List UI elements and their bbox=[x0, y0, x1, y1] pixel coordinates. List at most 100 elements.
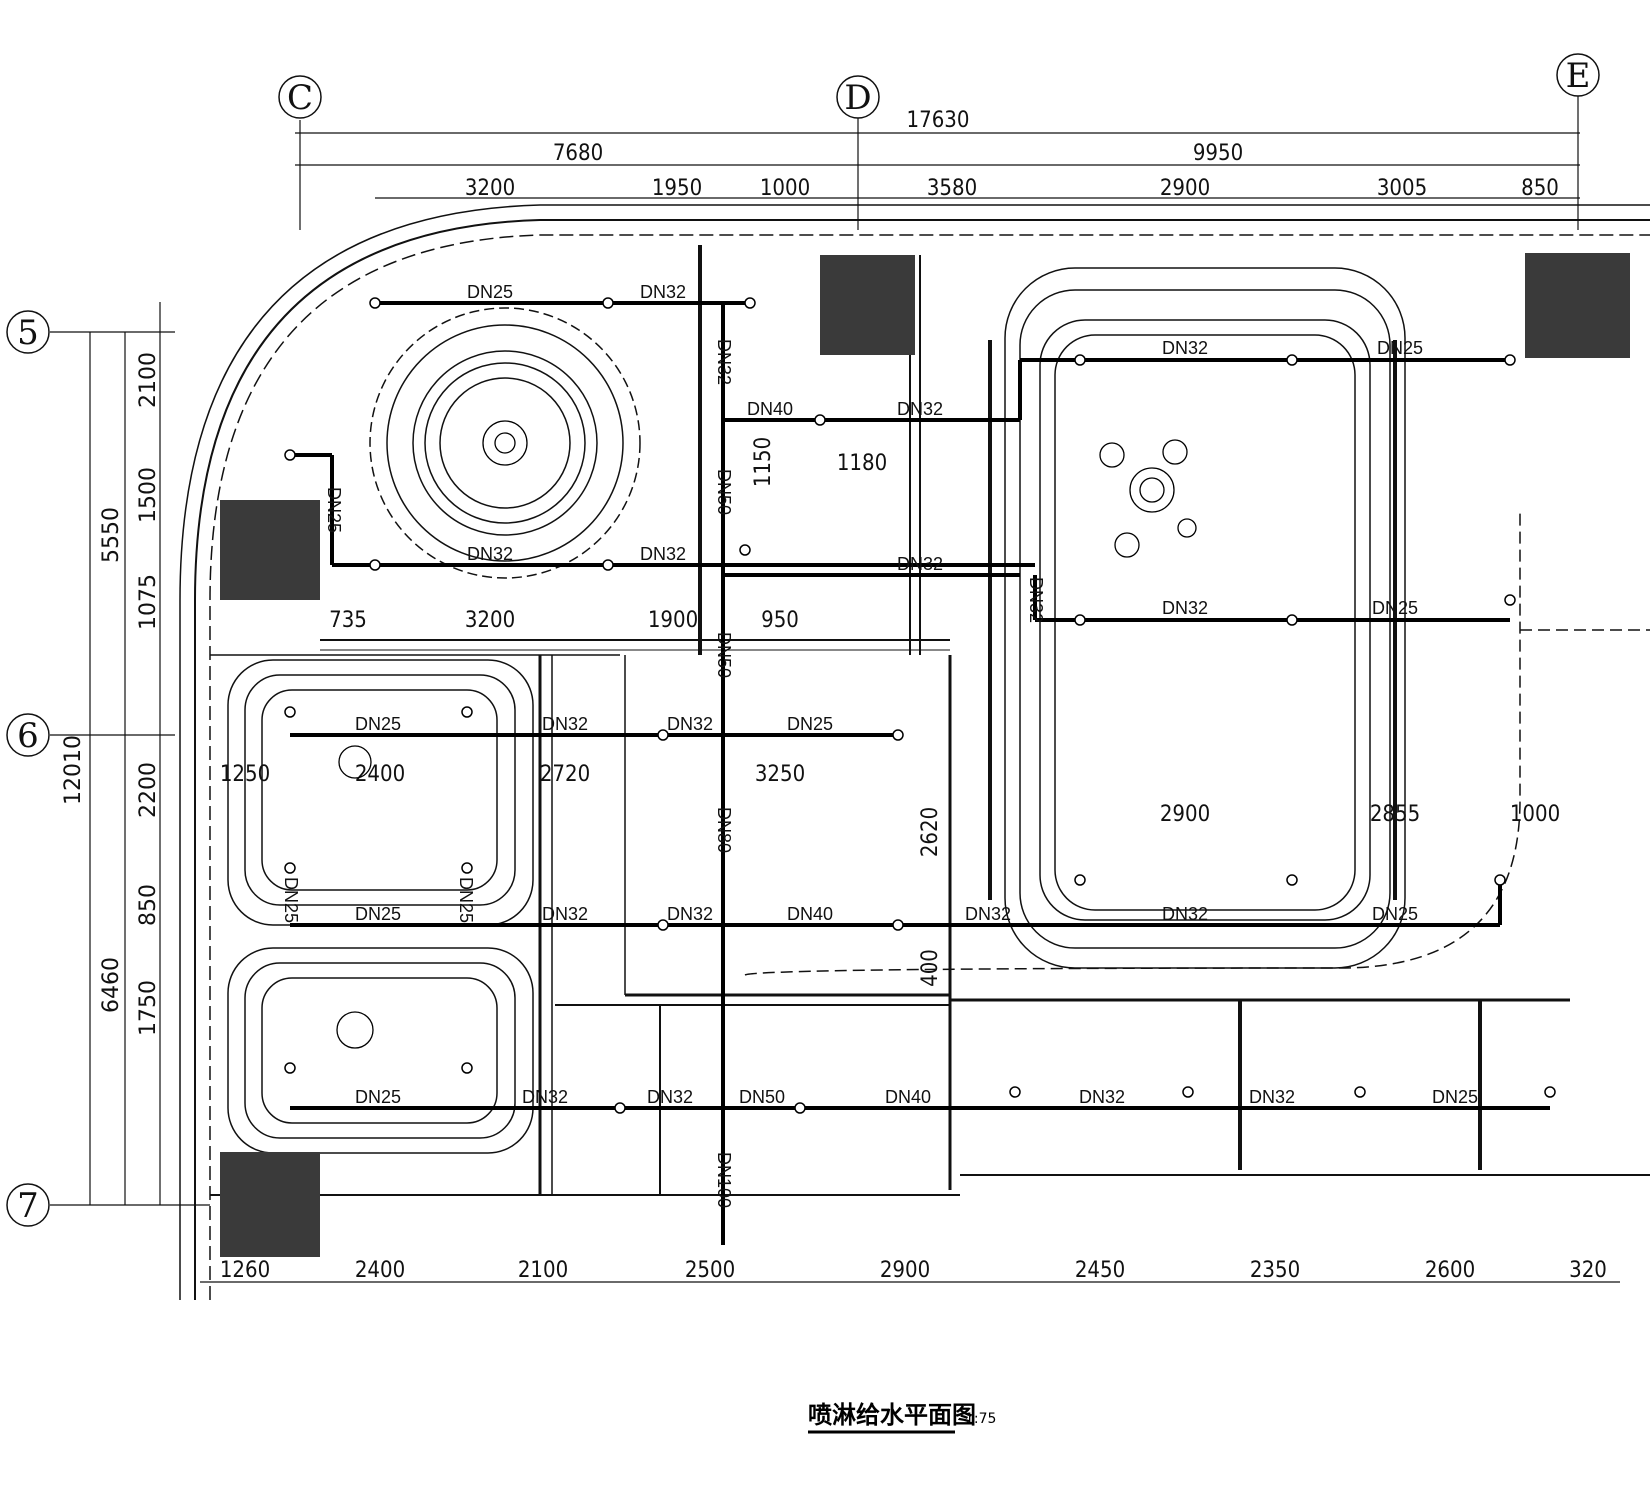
sprinkler-heads bbox=[284, 297, 1556, 1114]
pipe-label: DN32 bbox=[667, 904, 713, 924]
pipe-label-v: DN25 bbox=[281, 877, 301, 923]
dim-inner: 1250 bbox=[220, 762, 270, 787]
pipe-label: DN40 bbox=[885, 1087, 931, 1107]
pipe-label: DN25 bbox=[1432, 1087, 1478, 1107]
dim-inner: 1180 bbox=[837, 451, 887, 476]
pipe-label: DN40 bbox=[787, 904, 833, 924]
pipe-label: DN32 bbox=[647, 1087, 693, 1107]
pipe-label: DN32 bbox=[667, 714, 713, 734]
grid-label-c: C bbox=[287, 78, 313, 118]
dim-bottom: 2900 bbox=[880, 1258, 930, 1283]
pipe-label: DN32 bbox=[965, 904, 1011, 924]
pipe-label: DN25 bbox=[355, 904, 401, 924]
left-ceiling-a bbox=[227, 659, 534, 926]
dim-bottom: 2400 bbox=[355, 1258, 405, 1283]
dim-inner: 1000 bbox=[1510, 802, 1560, 827]
dim-left-seg: 1750 bbox=[136, 980, 161, 1036]
dim-top-seg: 1000 bbox=[760, 176, 810, 201]
pipe-label: DN32 bbox=[897, 399, 943, 419]
dim-left-seg: 850 bbox=[136, 884, 161, 926]
pipe-label-v: DN50 bbox=[714, 632, 734, 678]
dim-left-seg: 1075 bbox=[136, 574, 161, 630]
grid-bubble-row bbox=[6, 713, 50, 757]
dim-inner-v: 400 bbox=[918, 949, 943, 987]
dim-bottom: 1260 bbox=[220, 1258, 270, 1283]
column-block bbox=[220, 500, 320, 600]
grid-bubble-col bbox=[836, 75, 880, 119]
dim-inner: 2855 bbox=[1370, 802, 1420, 827]
pipe-network bbox=[290, 301, 1550, 1245]
dim-overall-top: 17630 bbox=[907, 108, 970, 133]
dim-inner-v: 1150 bbox=[751, 437, 776, 487]
grid-label-e: E bbox=[1566, 56, 1591, 96]
grid-label-d: D bbox=[844, 78, 871, 118]
dim-inner-v: 2620 bbox=[918, 807, 943, 857]
pipe-label: DN25 bbox=[1377, 338, 1423, 358]
pipe-label: DN32 bbox=[1162, 338, 1208, 358]
dim-top-7680: 7680 bbox=[553, 141, 603, 166]
round-ceiling bbox=[369, 307, 641, 579]
dim-inner: 735 bbox=[329, 608, 367, 633]
column-block bbox=[820, 255, 915, 355]
grid-bubble-row bbox=[6, 310, 50, 354]
pipe-label: DN32 bbox=[640, 544, 686, 564]
pipe-label: DN32 bbox=[897, 554, 943, 574]
pipe-label: DN32 bbox=[1162, 904, 1208, 924]
pipe-label-v: DN32 bbox=[714, 339, 734, 385]
grid-bubble-col bbox=[1556, 53, 1600, 97]
column-block bbox=[1525, 253, 1630, 358]
dim-left-6460: 6460 bbox=[99, 957, 124, 1013]
dim-inner: 950 bbox=[761, 608, 799, 633]
pipe-label: DN25 bbox=[787, 714, 833, 734]
pipe-label: DN50 bbox=[739, 1087, 785, 1107]
dim-left-seg: 2100 bbox=[136, 352, 161, 408]
dim-bottom: 320 bbox=[1569, 1258, 1607, 1283]
dim-inner: 3250 bbox=[755, 762, 805, 787]
dim-top-seg: 1950 bbox=[652, 176, 702, 201]
pipe-label: DN32 bbox=[1162, 598, 1208, 618]
dim-inner: 2900 bbox=[1160, 802, 1210, 827]
dim-left-seg: 1500 bbox=[136, 467, 161, 523]
dim-top-seg: 3005 bbox=[1377, 176, 1427, 201]
outer-curved-wall bbox=[194, 219, 1650, 1300]
grid-bubble-col bbox=[278, 75, 322, 119]
dim-bottom: 2450 bbox=[1075, 1258, 1125, 1283]
dim-left-overall: 12010 bbox=[61, 735, 86, 805]
dim-bottom: 2500 bbox=[685, 1258, 735, 1283]
pipe-label-v: DN32 bbox=[1026, 577, 1046, 623]
pipe-label: DN32 bbox=[467, 544, 513, 564]
dim-top-seg: 3580 bbox=[927, 176, 977, 201]
dim-inner: 3200 bbox=[465, 608, 515, 633]
dim-bottom: 2100 bbox=[518, 1258, 568, 1283]
pipe-label: DN32 bbox=[1079, 1087, 1125, 1107]
left-ceiling-b bbox=[227, 947, 534, 1154]
light-fixture-icons bbox=[336, 420, 1197, 1049]
dim-inner: 2400 bbox=[355, 762, 405, 787]
grid-label-5: 5 bbox=[17, 313, 39, 353]
dim-left-5550: 5550 bbox=[99, 507, 124, 563]
dim-top-9950: 9950 bbox=[1193, 141, 1243, 166]
dim-bottom: 2350 bbox=[1250, 1258, 1300, 1283]
grid-bubble-row bbox=[6, 1183, 50, 1227]
dim-inner: 2720 bbox=[540, 762, 590, 787]
dim-inner: 1900 bbox=[648, 608, 698, 633]
pipe-label-v: DN25 bbox=[324, 487, 344, 533]
dim-top-seg: 3200 bbox=[465, 176, 515, 201]
pipe-label: DN25 bbox=[355, 1087, 401, 1107]
pipe-label: DN32 bbox=[640, 282, 686, 302]
dim-bottom: 2600 bbox=[1425, 1258, 1475, 1283]
dim-left-seg: 2200 bbox=[136, 762, 161, 818]
pipe-label-v: DN25 bbox=[456, 877, 476, 923]
drawing-scale: 1:75 bbox=[965, 1411, 996, 1427]
drawing-title: 喷淋给水平面图 bbox=[808, 1401, 976, 1429]
pipe-label: DN32 bbox=[542, 904, 588, 924]
grid-label-6: 6 bbox=[17, 716, 39, 756]
pipe-label: DN25 bbox=[467, 282, 513, 302]
pipe-label: DN32 bbox=[542, 714, 588, 734]
pipe-label: DN25 bbox=[1372, 904, 1418, 924]
pipe-label-v: DN100 bbox=[714, 1152, 734, 1208]
pipe-label: DN32 bbox=[522, 1087, 568, 1107]
pipe-label: DN25 bbox=[1372, 598, 1418, 618]
pipe-label-v: DN50 bbox=[714, 469, 734, 515]
